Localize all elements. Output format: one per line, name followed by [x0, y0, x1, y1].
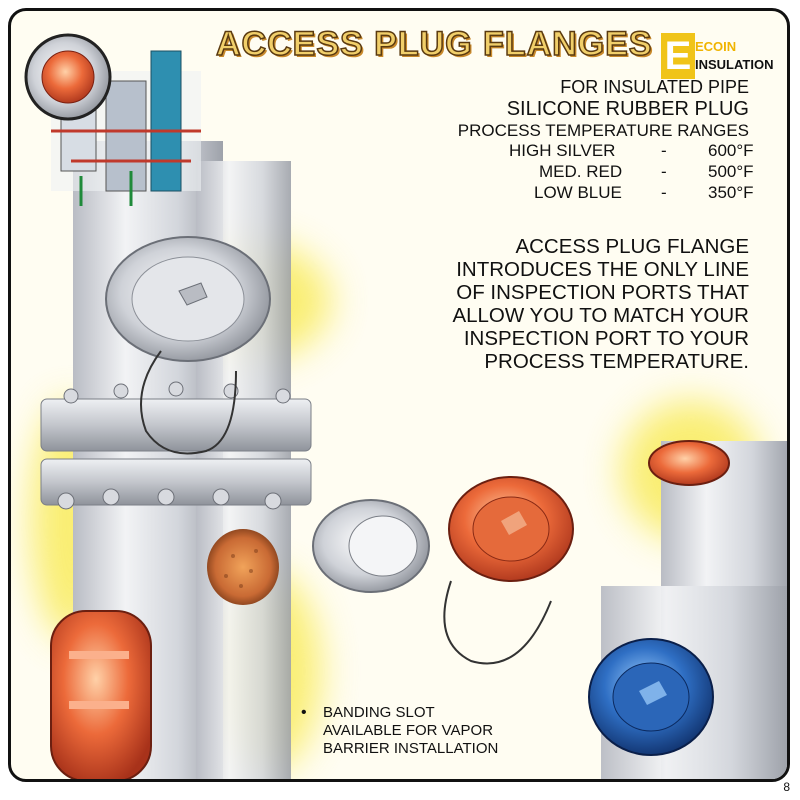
description-line: ALLOW YOU TO MATCH YOUR	[452, 304, 749, 327]
logo-text-bottom: INSULATION	[695, 57, 774, 72]
temp-label: LOW BLUE	[534, 183, 622, 202]
temp-value: 350°F	[708, 183, 754, 202]
description-line: OF INSPECTION PORTS THAT	[456, 281, 749, 304]
temp-label: HIGH SILVER	[509, 141, 616, 160]
red-plug-side	[50, 610, 152, 779]
temp-value: 600°F	[708, 141, 754, 160]
banding-slot	[207, 529, 279, 605]
temp-dash: -	[661, 141, 667, 160]
company-logo: E ECOIN INSULATION	[661, 33, 787, 83]
page-number: 8	[783, 780, 790, 794]
page-title: ACCESS PLUG FLANGES	[215, 24, 653, 64]
spec-line-2: SILICONE RUBBER PLUG	[506, 98, 749, 120]
description-line: INSPECTION PORT TO YOUR	[463, 327, 749, 350]
spec-line-3: PROCESS TEMPERATURE RANGES	[457, 121, 749, 140]
temp-label: MED. RED	[539, 162, 623, 181]
pipe-flange	[40, 398, 312, 452]
description-line: PROCESS TEMPERATURE.	[484, 350, 749, 373]
plant-illustration	[51, 50, 201, 206]
pipe-illustration	[24, 33, 787, 779]
temp-dash: -	[661, 162, 667, 181]
note-line: BARRIER INSTALLATION	[323, 740, 499, 757]
note-line: BANDING SLOT	[323, 704, 435, 721]
logo-text-top: ECOIN	[695, 39, 737, 54]
note-line: AVAILABLE FOR VAPOR	[323, 722, 494, 739]
logo-mark: E	[661, 33, 695, 79]
bullet-icon: •	[301, 704, 307, 721]
page-frame: ACCESS PLUG FLANGES E ECOIN INSULATION F…	[8, 8, 790, 782]
red-plug-small	[648, 440, 730, 486]
banding-slot-note: • BANDING SLOT AVAILABLE FOR VAPOR BARRI…	[301, 704, 499, 758]
description-line: ACCESS PLUG FLANGE	[515, 235, 749, 258]
description-line: INTRODUCES THE ONLY LINE	[456, 258, 749, 281]
temp-dash: -	[661, 183, 667, 202]
temp-value: 500°F	[708, 162, 754, 181]
spec-line-1: FOR INSULATED PIPE	[560, 77, 749, 97]
